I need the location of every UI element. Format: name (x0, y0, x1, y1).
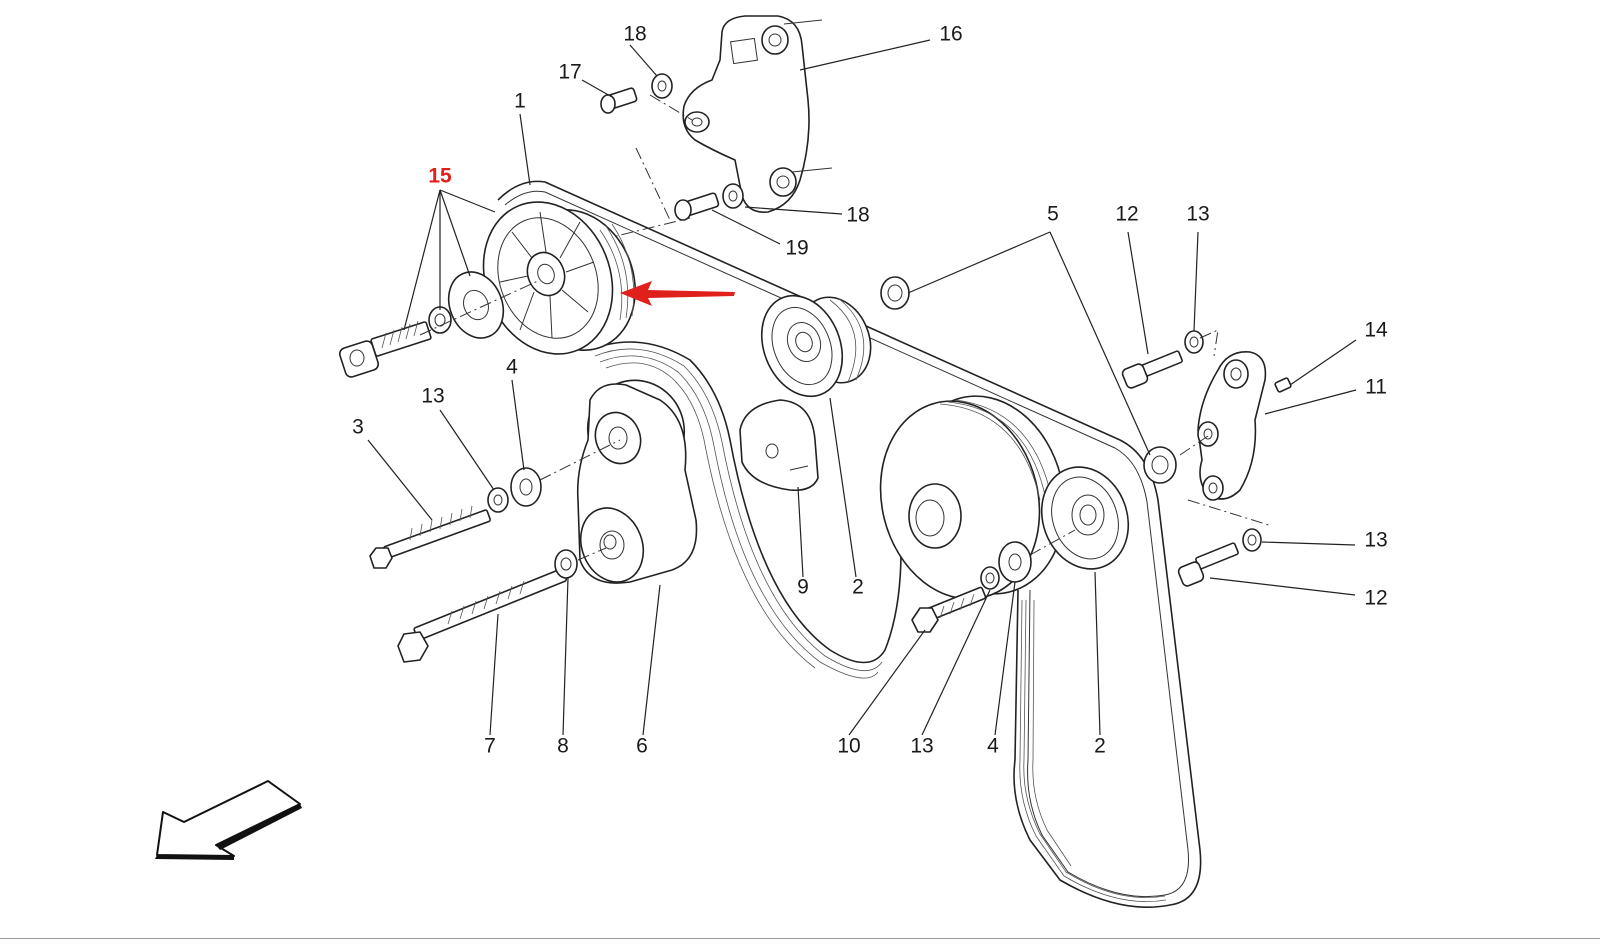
callout-1[interactable]: 1 (514, 90, 526, 113)
bracket-bolt-upper (600, 73, 673, 114)
callout-8[interactable]: 8 (557, 735, 569, 758)
idler-bracket-bolts (1121, 330, 1262, 587)
idler-lower-fasteners (911, 541, 1032, 633)
callout-19[interactable]: 19 (785, 237, 808, 260)
callout-12[interactable]: 12 (1364, 587, 1387, 610)
callout-2[interactable]: 2 (852, 576, 864, 599)
callout-7[interactable]: 7 (484, 735, 496, 758)
callout-15[interactable]: 15 (428, 165, 452, 188)
callout-6[interactable]: 6 (636, 735, 648, 758)
idler-bracket (1197, 351, 1292, 501)
bracket-bolt-lower (674, 183, 744, 221)
callout-3[interactable]: 3 (352, 416, 364, 439)
callout-10[interactable]: 10 (837, 735, 860, 758)
callout-9[interactable]: 9 (797, 576, 809, 599)
idler-pulley-upper (760, 294, 872, 398)
callout-5[interactable]: 5 (1047, 203, 1059, 226)
callout-2[interactable]: 2 (1094, 735, 1106, 758)
callout-14[interactable]: 14 (1364, 319, 1388, 342)
idler-pulley-lower (1040, 466, 1130, 570)
pulley-dust-cover (739, 399, 819, 492)
callout-13[interactable]: 13 (1186, 203, 1209, 226)
callout-13[interactable]: 13 (910, 735, 933, 758)
callout-17[interactable]: 17 (558, 61, 581, 84)
red-arrow-icon (620, 281, 735, 306)
callout-18[interactable]: 18 (846, 204, 869, 227)
leader-lines (367, 39, 1357, 736)
idler-pulley-fasteners (338, 271, 505, 378)
accessory-drive-belt (497, 180, 1202, 908)
callout-4[interactable]: 4 (506, 356, 518, 379)
callout-18[interactable]: 18 (623, 23, 646, 46)
tensioner-bolt-lower (397, 549, 578, 663)
bottom-divider (0, 938, 1600, 939)
callout-13[interactable]: 13 (1364, 529, 1387, 552)
callout-labels: 1 2 2 3 4 4 5 6 7 8 9 10 11 12 12 13 13 … (352, 23, 1388, 758)
callout-16[interactable]: 16 (939, 23, 962, 46)
belt-tensioner (576, 379, 698, 584)
idler-pulley-15 (482, 201, 636, 355)
direction-arrow-icon (155, 780, 302, 860)
mounting-bracket (682, 15, 833, 213)
large-pulley (879, 395, 1066, 600)
callout-12[interactable]: 12 (1115, 203, 1138, 226)
callout-13[interactable]: 13 (421, 385, 444, 408)
callout-11[interactable]: 11 (1365, 376, 1387, 399)
callout-4[interactable]: 4 (987, 735, 999, 758)
tensioner-bolt-upper (369, 467, 542, 569)
